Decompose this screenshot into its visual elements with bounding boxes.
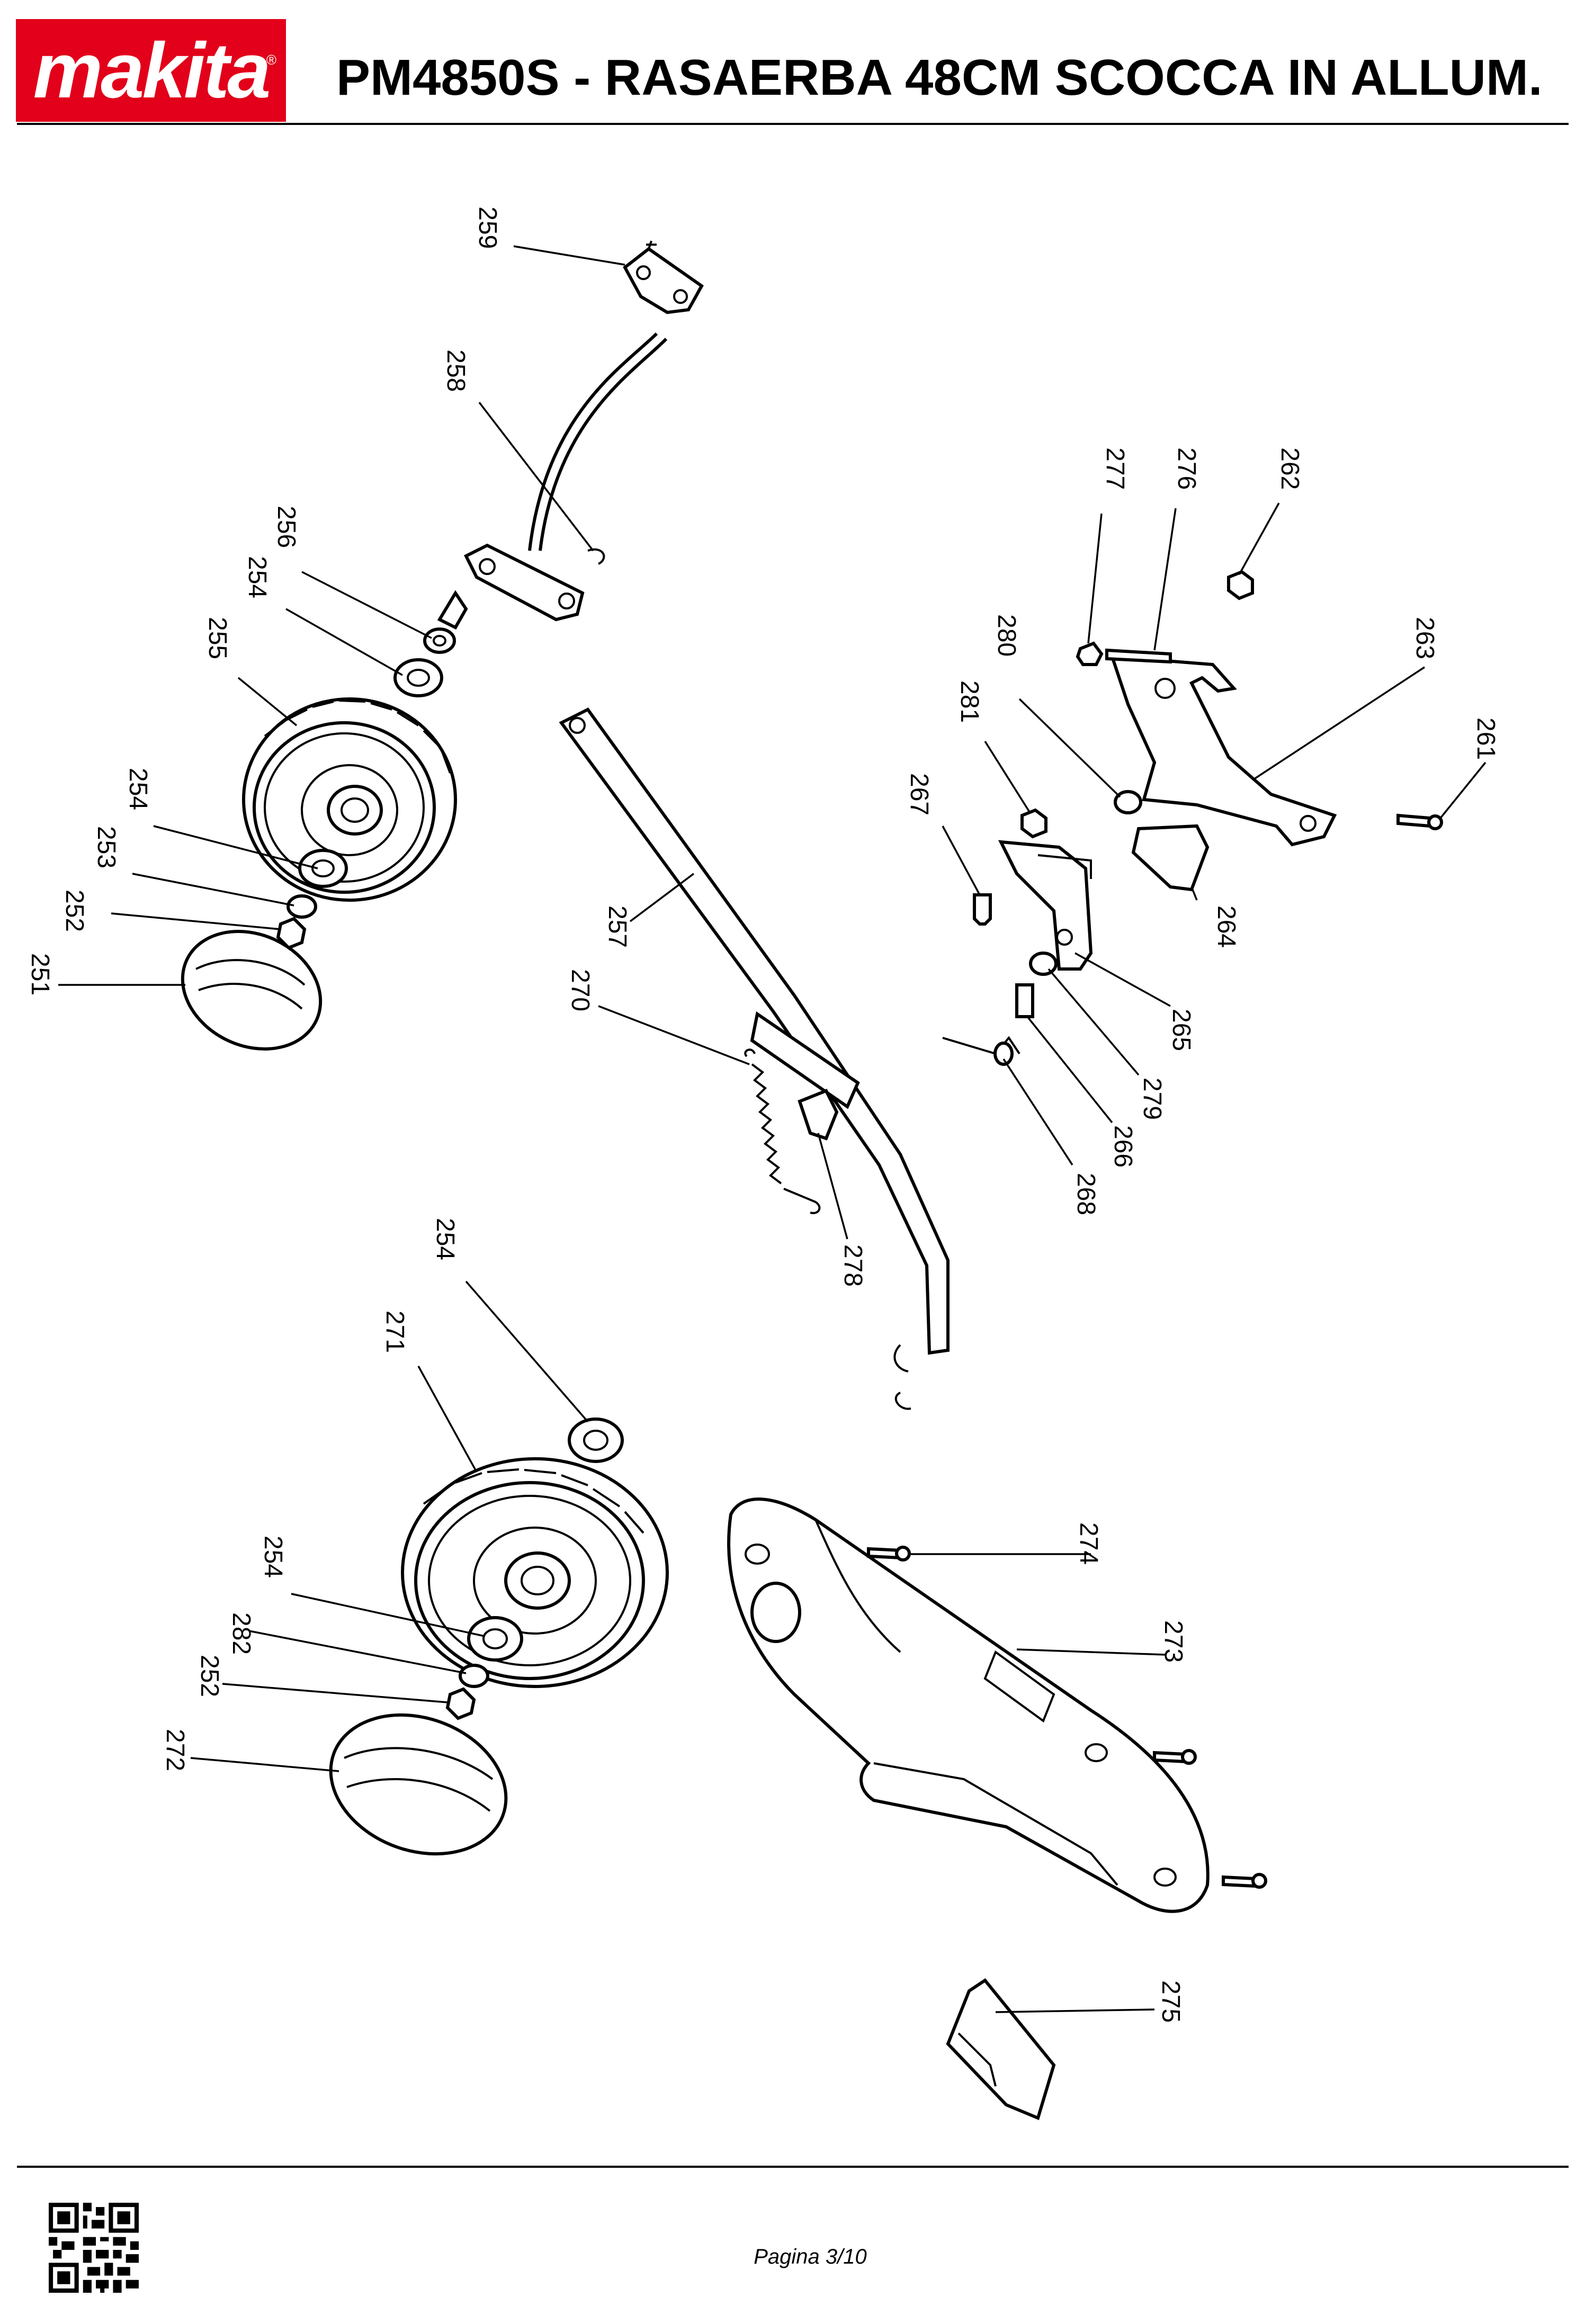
callout-274: 274 (1074, 1522, 1103, 1565)
part-251-hub-cap (181, 930, 323, 1051)
part-280-washer (1114, 790, 1142, 814)
callout-261: 261 (1472, 717, 1500, 760)
callout-271: 271 (381, 1311, 409, 1353)
callout-266: 266 (1109, 1125, 1137, 1168)
part-282-washer (459, 1664, 489, 1688)
part-278-clip (798, 1089, 839, 1141)
part-277-nut (1076, 641, 1104, 666)
part-276-screw (1105, 648, 1172, 664)
part-259-axle-bracket (623, 240, 704, 315)
part-275-cover-plate (946, 1978, 1056, 2121)
callout-265: 265 (1167, 1009, 1195, 1051)
part-281-nut (1020, 808, 1047, 839)
part-254-bushing (298, 849, 348, 888)
part-263-lever-bracket (1109, 654, 1337, 847)
callout-280: 280 (992, 614, 1020, 657)
callout-276: 276 (1172, 447, 1201, 490)
part-272-hub-cap (329, 1713, 508, 1856)
part-254-bushing (393, 658, 443, 697)
footer-rule (17, 2166, 1569, 2168)
part-271-wheel (401, 1457, 669, 1688)
callout-275: 275 (1157, 1980, 1185, 2023)
brand-name: makita (33, 27, 271, 114)
callout-252: 252 (195, 1655, 223, 1697)
callout-281: 281 (955, 680, 983, 723)
part-256-washer (423, 627, 456, 654)
leader-lines (58, 245, 1487, 2013)
page-title: PM4850S - RASAERBA 48CM SCOCCA IN ALLUM. (336, 49, 1543, 106)
callout-273: 273 (1159, 1620, 1187, 1663)
part-252-nut (445, 1687, 476, 1720)
part-262-nut (1227, 570, 1254, 600)
callout-268: 268 (1072, 1173, 1100, 1215)
callout-279: 279 (1138, 1078, 1166, 1120)
callout-labels: 259 258 256 254 255 254 253 252 251 257 … (26, 207, 1500, 2023)
part-267-bolt (973, 893, 992, 926)
callout-254: 254 (124, 768, 152, 810)
callout-252: 252 (60, 890, 88, 932)
callout-259: 259 (473, 207, 502, 249)
callout-254: 254 (259, 1536, 287, 1578)
callout-251: 251 (26, 953, 54, 995)
part-255-wheel (242, 697, 457, 902)
callout-257: 257 (603, 905, 631, 948)
callout-282: 282 (227, 1612, 255, 1655)
part-253-washer (286, 894, 317, 919)
part-270-spring (744, 1048, 821, 1214)
callout-263: 263 (1411, 617, 1439, 659)
callout-270: 270 (566, 969, 594, 1011)
callout-277: 277 (1101, 447, 1129, 490)
part-279-washer (1029, 952, 1058, 976)
callout-254: 254 (431, 1218, 459, 1260)
part-258-axle-rod (437, 332, 668, 630)
part-268-torsion-spring (942, 1036, 1020, 1066)
callout-258: 258 (442, 349, 470, 392)
callout-264: 264 (1212, 905, 1240, 948)
part-266-bolt (1015, 983, 1034, 1018)
page-number: Pagina 3/10 (754, 2245, 867, 2268)
part-254-bushing (467, 1616, 523, 1662)
callout-255: 255 (203, 617, 231, 659)
registered-mark: ® (266, 52, 276, 68)
callout-267: 267 (905, 773, 933, 815)
part-261-screw (1396, 813, 1431, 828)
callout-253: 253 (92, 826, 120, 868)
part-257-frame-bar (559, 707, 950, 1410)
part-252-nut (276, 917, 307, 950)
header-rule (17, 123, 1569, 125)
part-273-side-cover (727, 1497, 1210, 1913)
callout-262: 262 (1276, 447, 1304, 490)
callout-278: 278 (839, 1244, 867, 1287)
qr-code-icon (49, 2203, 139, 2293)
part-265-plate (998, 840, 1093, 971)
makita-logo: makita ® (16, 19, 286, 122)
callout-254: 254 (243, 556, 271, 598)
callout-272: 272 (161, 1729, 189, 1771)
part-264-grip (1131, 824, 1210, 892)
part-254-bushing (568, 1417, 624, 1463)
callout-256: 256 (272, 506, 300, 548)
part-274-screw (1222, 1875, 1257, 1888)
